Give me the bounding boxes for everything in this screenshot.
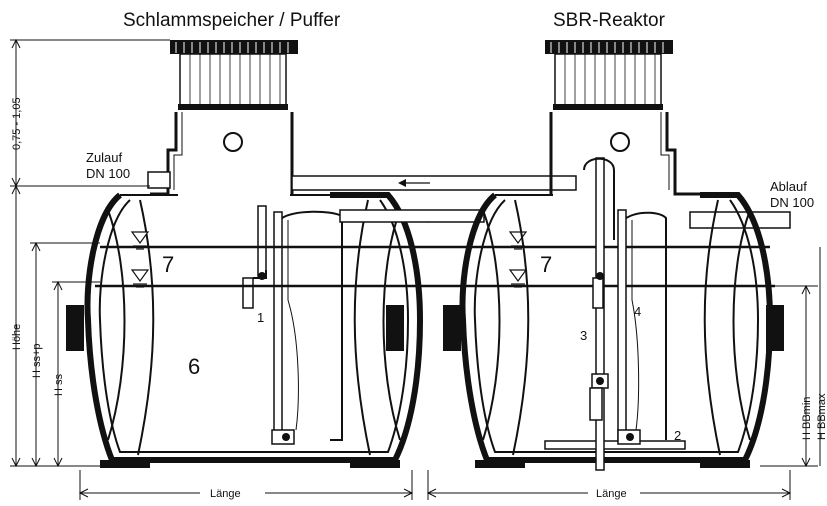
label-2: 2 bbox=[674, 428, 681, 443]
label-7-right: 7 bbox=[540, 252, 552, 277]
left-tank-ribs bbox=[107, 199, 401, 456]
dim-cover-depth: 0,75 - 1,05 bbox=[11, 97, 23, 150]
dim-h-ssp: H ss+p bbox=[31, 343, 43, 378]
dim-h-bbmin: H BBmin bbox=[801, 397, 813, 440]
inlet-dn-label: DN 100 bbox=[86, 166, 130, 181]
right-tank bbox=[443, 40, 791, 471]
dimension-lines-right bbox=[760, 247, 821, 468]
dimension-lines-left bbox=[10, 38, 170, 468]
right-tank-shell bbox=[459, 192, 774, 463]
label-4: 4 bbox=[634, 304, 641, 319]
left-tank-shell bbox=[84, 192, 424, 463]
right-vent-hole bbox=[610, 132, 630, 152]
label-3: 3 bbox=[580, 328, 587, 343]
aerator-plate bbox=[544, 440, 686, 450]
left-vent-hole bbox=[223, 132, 243, 152]
outlet-label: Ablauf bbox=[770, 179, 807, 194]
right-tank-neck bbox=[549, 112, 700, 196]
right-pipe-4 bbox=[617, 209, 667, 445]
left-manhole-cover bbox=[170, 40, 298, 110]
label-7-left: 7 bbox=[162, 252, 174, 277]
dim-h-bbmax: H BBmax bbox=[816, 393, 827, 440]
left-tank-title: Schlammspeicher / Puffer bbox=[123, 10, 341, 31]
dim-length-left: Länge bbox=[210, 488, 241, 500]
right-clamp-right bbox=[766, 305, 784, 351]
left-clamp-right bbox=[386, 305, 404, 351]
right-pipe-3 bbox=[583, 157, 615, 471]
dim-length-right: Länge bbox=[596, 488, 627, 500]
right-tank-ribs bbox=[482, 199, 751, 456]
label-1: 1 bbox=[257, 310, 264, 325]
left-pipe-1 bbox=[242, 205, 343, 445]
left-tank bbox=[66, 40, 424, 468]
inlet-label: Zulauf bbox=[86, 150, 123, 165]
dim-height: Höhe bbox=[11, 324, 23, 350]
dim-h-ss: H ss bbox=[53, 374, 65, 397]
label-6: 6 bbox=[188, 354, 200, 379]
left-clamp-left bbox=[66, 305, 84, 351]
connecting-pipes bbox=[291, 175, 577, 223]
length-dimensions bbox=[78, 470, 792, 500]
right-tank-title: SBR-Reaktor bbox=[553, 10, 666, 31]
right-manhole-cover bbox=[545, 40, 673, 110]
right-clamp-left bbox=[443, 305, 461, 351]
inlet-pipe bbox=[147, 171, 171, 189]
left-tank-neck bbox=[150, 112, 294, 196]
outlet-dn-label: DN 100 bbox=[770, 195, 814, 210]
